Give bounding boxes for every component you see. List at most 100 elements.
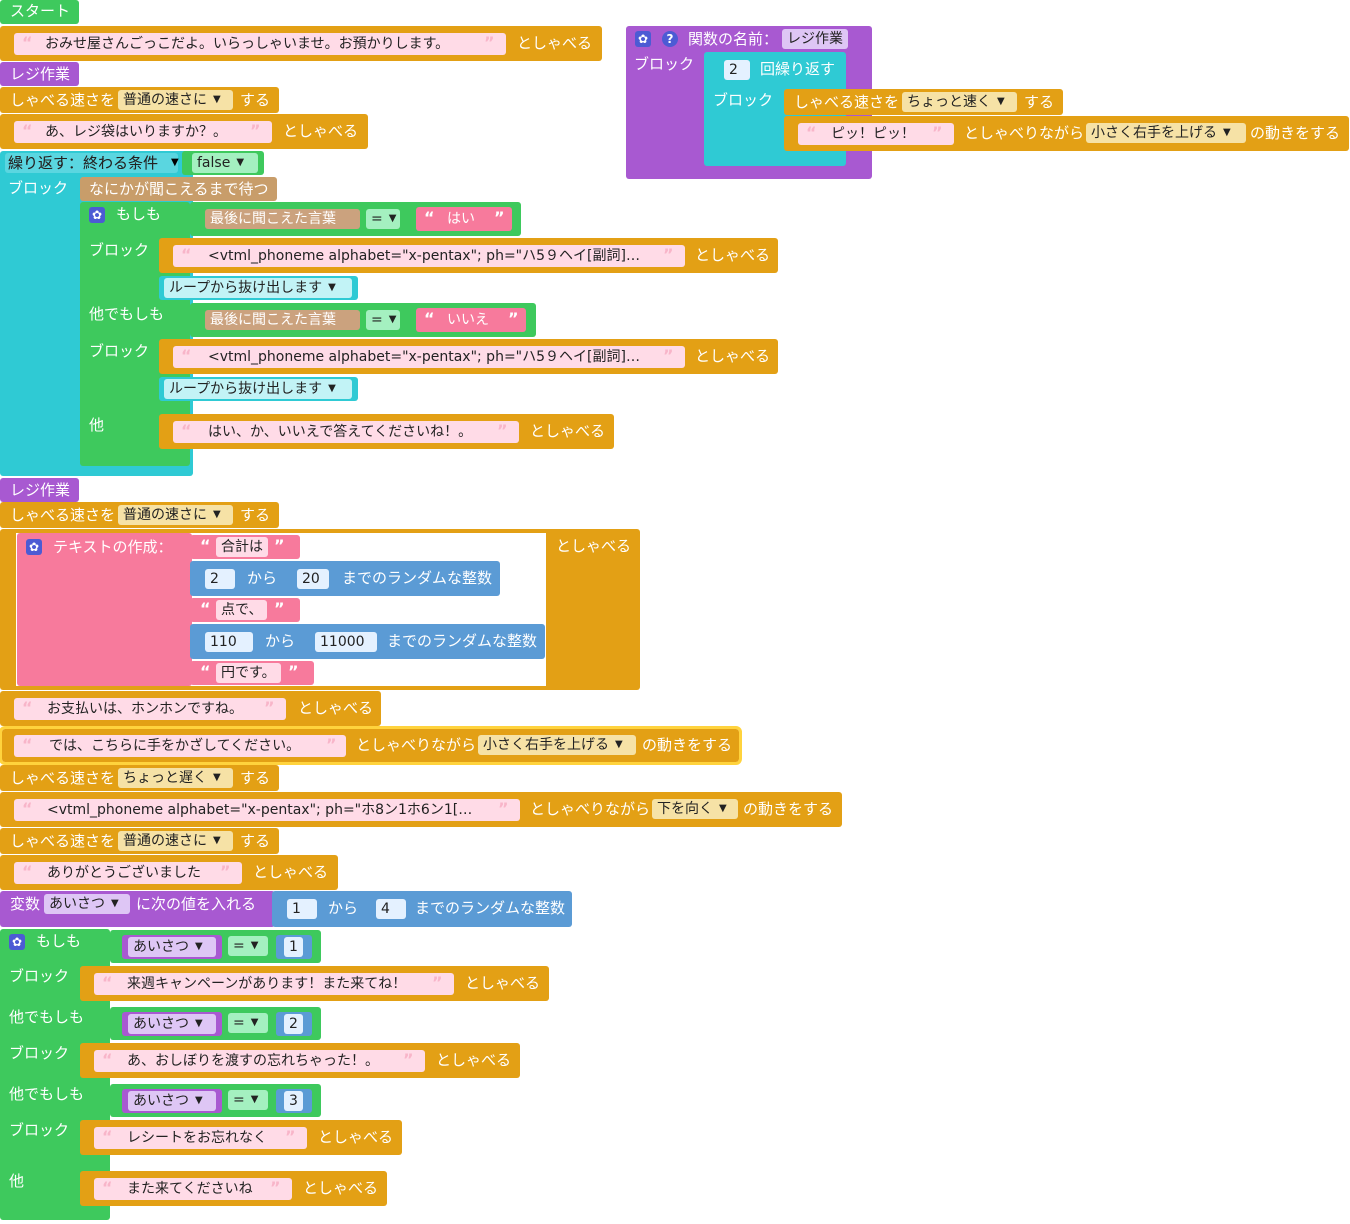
string-block[interactable]: “ 来週キャンペーンがあります！また来てね！ ” [94, 973, 454, 995]
number-field[interactable]: 2 [724, 60, 750, 80]
speed-block[interactable]: しゃべる速さを 普通の速さに▼ する [0, 502, 279, 528]
random-int-block[interactable]: 1 から 4 までのランダムな整数 [272, 891, 572, 927]
boolean-dropdown[interactable]: false▼ [192, 153, 258, 173]
number-block[interactable]: 3 [276, 1089, 312, 1113]
number-block[interactable]: 2 [276, 1012, 312, 1036]
gear-icon[interactable]: ✿ [635, 31, 651, 47]
number-field[interactable]: 1 [284, 937, 303, 957]
condition-block[interactable]: false▼ [182, 151, 264, 175]
say-block[interactable]: “ はい、か、いいえで答えてくださいね！。 ” としゃべる [159, 414, 614, 449]
string-field[interactable]: お支払いは、ホンホンですね。 [47, 701, 243, 717]
string-field[interactable]: あ、レジ袋はいりますか？。 [45, 124, 227, 140]
string-block[interactable]: “ レシートをお忘れなく ” [94, 1127, 307, 1149]
string-block[interactable]: “ あ、おしぼりを渡すの忘れちゃった！。 ” [94, 1050, 425, 1072]
variable-dropdown[interactable]: あいさつ▼ [44, 894, 130, 914]
function-call-block[interactable]: レジ作業 [0, 62, 79, 86]
speed-block[interactable]: しゃべる速さを ちょっと速く▼ する [784, 89, 1063, 115]
string-field[interactable]: ありがとうございました [47, 865, 201, 881]
string-field[interactable]: はい [447, 211, 475, 227]
speed-dropdown[interactable]: 普通の速さに▼ [118, 90, 233, 110]
string-field[interactable]: いいえ [447, 312, 489, 328]
string-block[interactable]: “ <vtml_phoneme alphabet="x-pentax"; ph=… [173, 346, 685, 368]
say-block[interactable]: “ あ、おしぼりを渡すの忘れちゃった！。 ” としゃべる [80, 1043, 520, 1078]
string-block[interactable]: “ <vtml_phoneme alphabet="x-pentax"; ph=… [173, 245, 685, 267]
operator-dropdown[interactable]: =▼ [228, 1013, 268, 1033]
dropdown-arrow-icon[interactable]: ▼ [171, 157, 179, 168]
number-field[interactable]: 110 [205, 632, 253, 652]
compare-block[interactable]: 最後に聞こえた言葉 =▼ “ はい ” [190, 202, 521, 236]
random-int-block[interactable]: 110 から 11000 までのランダムな整数 [190, 624, 545, 659]
string-field[interactable]: ピッ！ピッ！ [831, 126, 915, 142]
string-block[interactable]: “ お支払いは、ホンホンですね。 ” [14, 698, 286, 720]
variable-block[interactable]: あいさつ▼ [122, 1089, 222, 1113]
string-block[interactable]: “ <vtml_phoneme alphabet="x-pentax"; ph=… [14, 799, 520, 821]
say-with-motion-block[interactable]: “ <vtml_phoneme alphabet="x-pentax"; ph=… [0, 792, 842, 827]
last-heard-word[interactable]: 最後に聞こえた言葉 [205, 209, 360, 229]
compare-block[interactable]: 最後に聞こえた言葉 =▼ “ いいえ ” [190, 303, 536, 337]
function-call-block[interactable]: レジ作業 [0, 478, 79, 502]
string-block[interactable]: “ はい ” [416, 207, 512, 231]
string-field[interactable]: はい、か、いいえで答えてくださいね！。 [208, 424, 473, 440]
speed-block[interactable]: しゃべる速さを 普通の速さに▼ する [0, 87, 279, 113]
variable-dropdown[interactable]: あいさつ▼ [128, 937, 216, 957]
motion-dropdown[interactable]: 小さく右手を上げる▼ [478, 735, 636, 755]
string-field[interactable]: また来てくださいね [127, 1181, 253, 1197]
operator-dropdown[interactable]: =▼ [228, 1090, 268, 1110]
string-field[interactable]: あ、おしぼりを渡すの忘れちゃった！。 [127, 1053, 379, 1069]
string-field[interactable]: 合計は [216, 537, 268, 557]
break-block[interactable]: ループから抜け出します▼ [159, 377, 358, 401]
variable-block[interactable]: あいさつ▼ [122, 1012, 222, 1036]
say-block[interactable]: “ お支払いは、ホンホンですね。 ” としゃべる [0, 691, 381, 726]
string-block[interactable]: “ では、こちらに手をかざしてください。 ” [14, 735, 346, 757]
random-int-block[interactable]: 2 から 20 までのランダムな整数 [190, 561, 500, 596]
speed-block[interactable]: しゃべる速さを ちょっと遅く▼ する [0, 765, 279, 791]
compare-block[interactable]: あいさつ▼ =▼ 1 [110, 930, 321, 963]
gear-icon[interactable]: ✿ [89, 207, 105, 223]
number-field[interactable]: 2 [205, 569, 235, 589]
string-field[interactable]: <vtml_phoneme alphabet="x-pentax"; ph="ハ… [208, 349, 640, 365]
gear-icon[interactable]: ✿ [9, 934, 25, 950]
speed-dropdown[interactable]: ちょっと遅く▼ [118, 768, 233, 788]
help-icon[interactable]: ? [662, 31, 678, 47]
number-block[interactable]: 1 [276, 935, 312, 959]
variable-block[interactable]: あいさつ▼ [122, 935, 222, 959]
string-block[interactable]: “ ありがとうございました ” [14, 862, 242, 884]
motion-dropdown[interactable]: 小さく右手を上げる▼ [1086, 123, 1246, 143]
wait-for-sound-block[interactable]: なにかが聞こえるまで待つ [80, 177, 277, 201]
speed-dropdown[interactable]: 普通の速さに▼ [118, 831, 233, 851]
operator-dropdown[interactable]: =▼ [366, 310, 400, 330]
say-block[interactable]: “ また来てくださいね ” としゃべる [80, 1171, 387, 1206]
say-block[interactable]: “ <vtml_phoneme alphabet="x-pentax"; ph=… [159, 339, 778, 374]
compare-block[interactable]: あいさつ▼ =▼ 3 [110, 1084, 321, 1117]
string-block[interactable]: “ あ、レジ袋はいりますか？。 ” [14, 121, 272, 143]
string-field[interactable]: おみせ屋さんごっこだよ。いらっしゃいませ。お預かりします。 [45, 36, 450, 52]
number-field[interactable]: 4 [376, 899, 406, 919]
variable-dropdown[interactable]: あいさつ▼ [128, 1014, 216, 1034]
string-block[interactable]: “ 合計は ” [190, 535, 300, 559]
motion-dropdown[interactable]: 下を向く▼ [652, 799, 738, 819]
say-with-motion-block[interactable]: “ では、こちらに手をかざしてください。 ” としゃべりながら 小さく右手を上げ… [0, 726, 742, 765]
function-name-field[interactable]: レジ作業 [782, 29, 848, 49]
number-field[interactable]: 3 [284, 1091, 303, 1111]
break-block[interactable]: ループから抜け出します▼ [159, 276, 358, 300]
string-field[interactable]: <vtml_phoneme alphabet="x-pentax"; ph="ホ… [47, 802, 473, 818]
number-field[interactable]: 1 [287, 899, 317, 919]
set-variable-block[interactable]: 変数 あいさつ▼ に次の値を入れる [0, 891, 275, 927]
string-field[interactable]: レシートをお忘れなく [127, 1130, 267, 1146]
string-field[interactable]: <vtml_phoneme alphabet="x-pentax"; ph="ハ… [208, 248, 640, 264]
string-block[interactable]: “ はい、か、いいえで答えてくださいね！。 ” [173, 421, 519, 443]
speed-dropdown[interactable]: ちょっと速く▼ [902, 92, 1017, 112]
string-block[interactable]: “ 円です。 ” [190, 661, 314, 685]
string-block[interactable]: “ いいえ ” [416, 308, 526, 332]
break-dropdown[interactable]: ループから抜け出します▼ [164, 278, 352, 298]
say-block[interactable]: “ ありがとうございました ” としゃべる [0, 855, 338, 890]
string-block[interactable]: “ ピッ！ピッ！ ” [798, 123, 954, 145]
number-field[interactable]: 11000 [315, 632, 377, 652]
say-block[interactable]: “ 来週キャンペーンがあります！また来てね！ ” としゃべる [80, 966, 549, 1001]
text-join-block[interactable]: ✿ テキストの作成： [17, 533, 192, 686]
string-field[interactable]: 来週キャンペーンがあります！また来てね！ [127, 976, 407, 992]
variable-dropdown[interactable]: あいさつ▼ [128, 1091, 216, 1111]
last-heard-word[interactable]: 最後に聞こえた言葉 [205, 310, 360, 330]
operator-dropdown[interactable]: =▼ [366, 209, 400, 229]
number-field[interactable]: 2 [284, 1014, 303, 1034]
